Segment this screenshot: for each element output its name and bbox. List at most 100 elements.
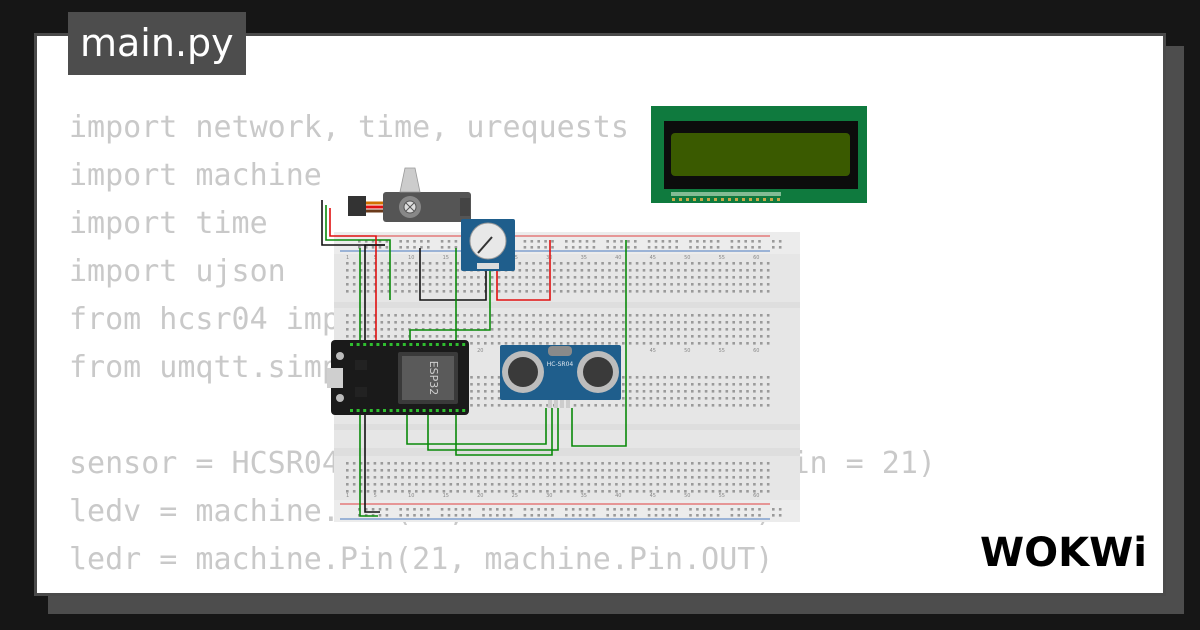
hole: [373, 335, 377, 338]
hole: [608, 269, 611, 272]
hole: [725, 469, 729, 472]
hole: [711, 376, 715, 379]
hole: [376, 409, 380, 412]
esp32-label: ESP32: [427, 361, 440, 396]
hole: [573, 469, 577, 472]
hole: [532, 335, 535, 338]
hole: [359, 462, 363, 465]
hole: [739, 383, 742, 386]
hole: [539, 276, 542, 279]
hole: [649, 269, 653, 272]
hole: [408, 462, 411, 465]
column-label: 40: [615, 493, 621, 499]
hole: [518, 462, 522, 465]
hole: [622, 397, 625, 400]
hole: [725, 321, 729, 324]
hole: [511, 462, 515, 465]
hole: [697, 390, 701, 393]
hole: [484, 404, 487, 407]
hole: [463, 321, 466, 324]
hole: [642, 283, 646, 286]
esp32-board: ESP32: [327, 340, 469, 415]
file-tab[interactable]: main.py: [68, 12, 246, 75]
hole: [663, 390, 666, 393]
hole: [366, 483, 370, 486]
hole: [613, 240, 616, 243]
hole: [601, 321, 604, 324]
hole: [628, 383, 632, 386]
hole: [428, 321, 432, 324]
hole: [553, 321, 556, 324]
hole: [675, 514, 678, 517]
hole: [670, 335, 673, 338]
hole: [346, 314, 349, 317]
hole: [428, 490, 432, 493]
hole: [744, 246, 747, 249]
hole: [628, 335, 632, 338]
hole: [696, 246, 699, 249]
hole: [739, 314, 742, 317]
hole: [691, 490, 694, 493]
hole: [704, 276, 708, 279]
hole: [642, 314, 646, 317]
hole: [642, 383, 646, 386]
hole: [553, 314, 556, 317]
hole: [691, 469, 694, 472]
hole: [435, 490, 439, 493]
hole: [725, 328, 729, 331]
hole: [635, 397, 639, 400]
hole: [725, 269, 729, 272]
hole: [415, 462, 418, 465]
hole: [730, 240, 734, 243]
hole: [711, 490, 715, 493]
hole: [684, 390, 687, 393]
hole: [435, 343, 439, 346]
hole: [573, 342, 577, 345]
hole: [470, 321, 473, 324]
hole: [449, 409, 452, 412]
hole: [352, 269, 356, 272]
hole: [615, 290, 618, 293]
hole: [697, 483, 701, 486]
hole: [387, 462, 390, 465]
hole: [691, 290, 694, 293]
hole: [442, 476, 446, 479]
hole: [402, 409, 406, 412]
hole: [456, 290, 459, 293]
hole: [725, 335, 729, 338]
hole: [670, 283, 673, 286]
hole: [571, 508, 575, 511]
hole: [435, 269, 439, 272]
hole: [385, 240, 389, 243]
hole: [689, 246, 692, 249]
hole: [447, 246, 451, 249]
hole: [778, 514, 782, 517]
hole: [622, 283, 625, 286]
hole: [415, 276, 418, 279]
hole: [553, 283, 556, 286]
hole: [587, 314, 591, 317]
hole: [532, 476, 535, 479]
hole: [359, 335, 363, 338]
hole: [490, 383, 494, 386]
hole: [346, 469, 349, 472]
hole: [525, 321, 528, 324]
hole: [656, 290, 660, 293]
hole: [477, 490, 480, 493]
hole: [490, 404, 494, 407]
hole: [656, 269, 660, 272]
hole: [421, 290, 425, 293]
hole: [615, 262, 618, 265]
hole: [663, 276, 666, 279]
hole: [532, 328, 535, 331]
hole: [490, 283, 494, 286]
hole: [739, 462, 742, 465]
hole: [551, 246, 554, 249]
hole: [696, 240, 699, 243]
hole: [497, 290, 501, 293]
hole: [756, 198, 759, 201]
hole: [746, 283, 749, 286]
hole: [539, 335, 542, 338]
hole: [401, 476, 404, 479]
hole: [592, 508, 596, 511]
